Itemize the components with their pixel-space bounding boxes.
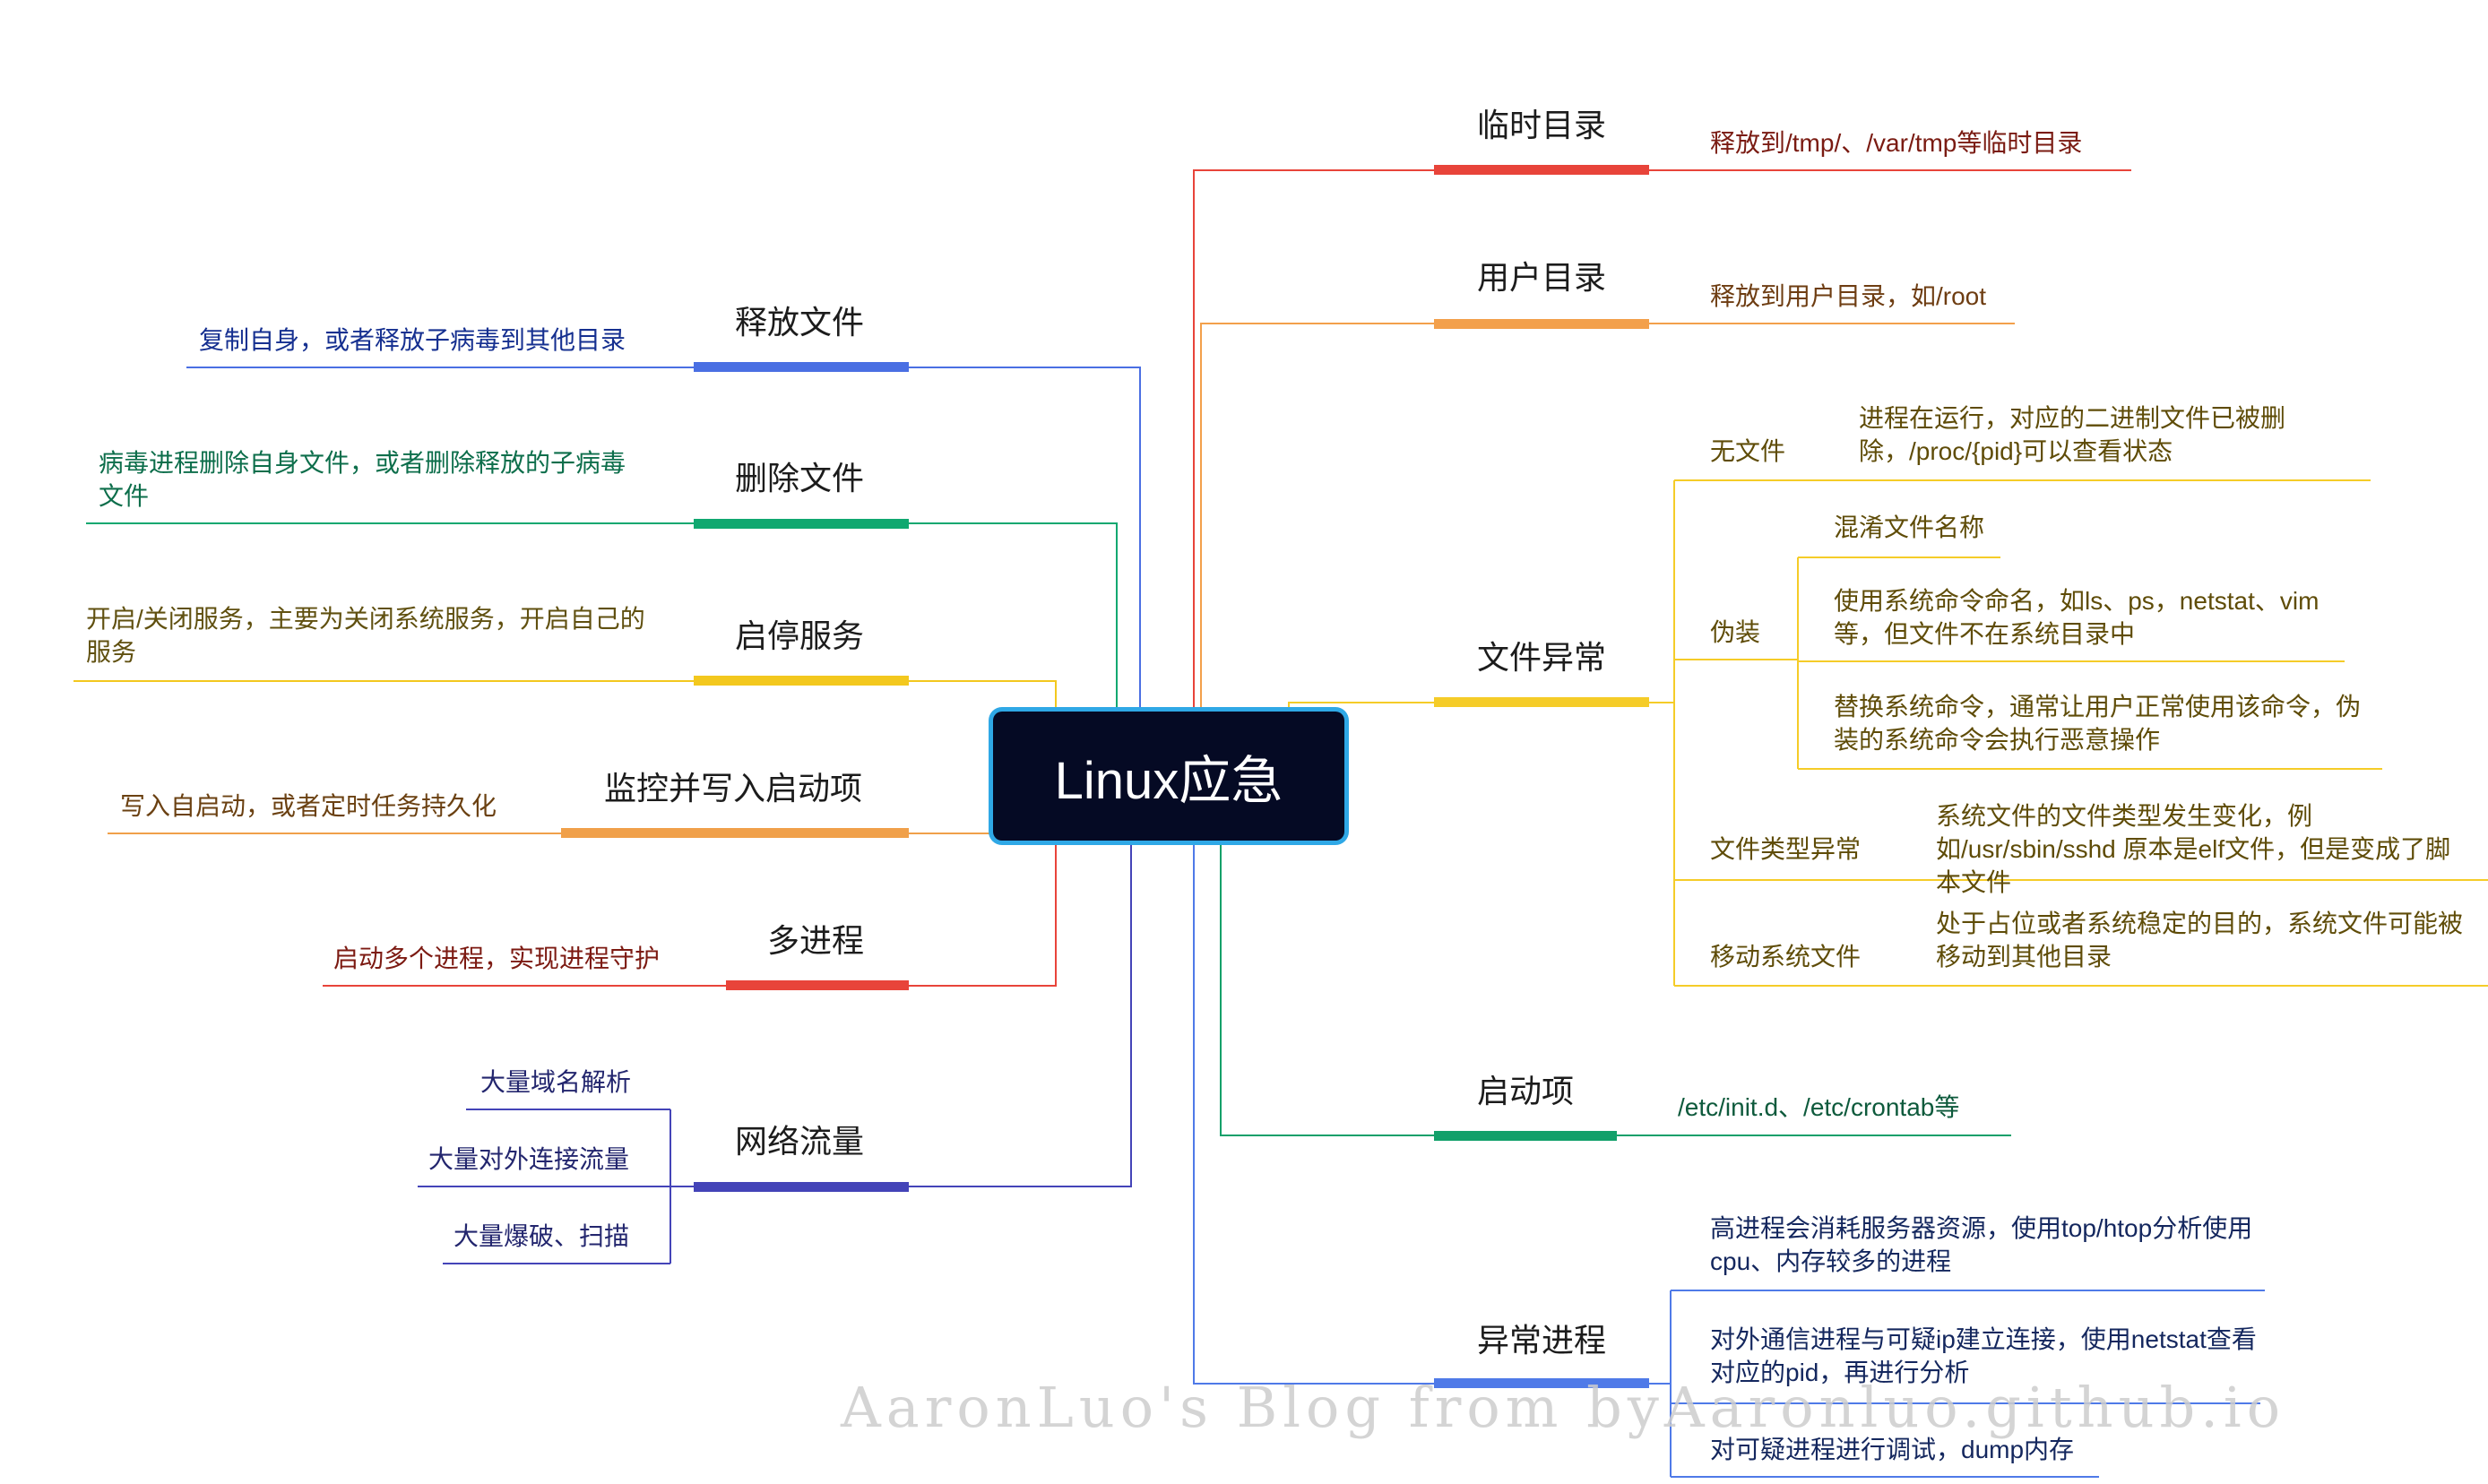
leaf-process-1[interactable]: 高进程会消耗服务器资源，使用top/htop分析使用cpu、内存较多的进程: [1710, 1214, 2253, 1275]
leaf-network-3[interactable]: 大量爆破、扫描: [454, 1222, 630, 1250]
topic-service[interactable]: 启停服务: [735, 617, 865, 654]
underline-file-anomaly: [1434, 697, 1649, 707]
underline-monitor-startup: [561, 828, 909, 838]
subtopic-file-type[interactable]: 文件类型异常: [1710, 835, 1862, 863]
leaf-disguise-1[interactable]: 混淆文件名称: [1834, 513, 1985, 541]
topic-abnormal-process[interactable]: 异常进程: [1477, 1322, 1607, 1359]
leaf-process-3[interactable]: 对可疑进程进行调试，dump内存: [1710, 1436, 2075, 1463]
subtopic-fileless[interactable]: 无文件: [1710, 437, 1786, 465]
leaf-move-file[interactable]: 处于占位或者系统稳定的目的，系统文件可能被移动到其他目录: [1936, 910, 2464, 971]
topic-file-anomaly[interactable]: 文件异常: [1477, 639, 1607, 676]
topic-user-dir[interactable]: 用户目录: [1477, 259, 1607, 296]
watermark: AaronLuo's Blog from byAaronluo.github.i…: [841, 1375, 2286, 1440]
link-abnormal-process: [1193, 842, 1434, 1385]
leaf-delete-file[interactable]: 病毒进程删除自身文件，或者删除释放的子病毒文件: [99, 449, 626, 510]
leaf-disguise-3[interactable]: 替换系统命令，通常让用户正常使用该命令，伪装的系统命令会执行恶意操作: [1834, 693, 2362, 754]
underline-delete-file: [694, 519, 909, 529]
link-startup: [1220, 842, 1434, 1136]
topic-network[interactable]: 网络流量: [735, 1123, 865, 1160]
topic-multi-process[interactable]: 多进程: [767, 922, 865, 959]
center-node[interactable]: Linux应急: [993, 712, 1344, 841]
topic-temp-dir[interactable]: 临时目录: [1477, 107, 1607, 143]
topic-release-file[interactable]: 释放文件: [735, 304, 865, 341]
leaf-fileless[interactable]: 进程在运行，对应的二进制文件已被删除，/proc/{pid}可以查看状态: [1859, 404, 2286, 465]
subtopic-move-file[interactable]: 移动系统文件: [1710, 943, 1862, 971]
underline-user-dir: [1434, 319, 1649, 329]
underline-release-file: [694, 362, 909, 372]
link-user-dir: [1200, 323, 1434, 708]
underline-abnormal-process: [1434, 1378, 1649, 1388]
leaf-file-type[interactable]: 系统文件的文件类型发生变化，例如/usr/sbin/sshd 原本是elf文件，…: [1936, 802, 2451, 896]
link-multi-process: [909, 842, 1057, 987]
leaf-user-dir[interactable]: 释放到用户目录，如/root: [1710, 282, 1987, 310]
topic-monitor-startup[interactable]: 监控并写入启动项: [604, 770, 863, 807]
subtopic-disguise[interactable]: 伪装: [1710, 618, 1761, 646]
leaf-monitor-startup[interactable]: 写入自启动，或者定时任务持久化: [120, 792, 497, 820]
underline-service: [694, 676, 909, 686]
leaf-temp-dir[interactable]: 释放到/tmp/、/var/tmp等临时目录: [1710, 129, 2083, 157]
leaf-service[interactable]: 开启/关闭服务，主要为关闭系统服务，开启自己的服务: [86, 605, 645, 666]
underline-temp-dir: [1434, 165, 1649, 175]
underline-multi-process: [726, 980, 909, 990]
leaf-process-2[interactable]: 对外通信进程与可疑ip建立连接，使用netstat查看对应的pid，再进行分析: [1710, 1325, 2257, 1386]
leaf-network-1[interactable]: 大量域名解析: [480, 1068, 632, 1096]
link-network: [909, 842, 1132, 1187]
topic-delete-file[interactable]: 删除文件: [735, 460, 865, 496]
center-title: Linux应急: [1054, 752, 1283, 810]
underline-network: [694, 1182, 909, 1192]
leaf-release-file[interactable]: 复制自身，或者释放子病毒到其他目录: [199, 326, 626, 354]
link-service: [909, 680, 1057, 708]
leaf-startup[interactable]: /etc/init.d、/etc/crontab等: [1678, 1093, 1960, 1121]
leaf-network-2[interactable]: 大量对外连接流量: [428, 1145, 630, 1173]
underline-startup: [1434, 1131, 1617, 1141]
topic-startup[interactable]: 启动项: [1477, 1073, 1575, 1109]
link-release-file: [909, 367, 1141, 708]
link-file-anomaly: [1288, 702, 1434, 708]
leaf-disguise-2[interactable]: 使用系统命令命名，如ls、ps，netstat、vim等，但文件不在系统目录中: [1834, 587, 2320, 648]
leaf-multi-process[interactable]: 启动多个进程，实现进程守护: [333, 945, 661, 972]
link-temp-dir: [1193, 169, 1434, 708]
link-delete-file: [909, 522, 1118, 708]
